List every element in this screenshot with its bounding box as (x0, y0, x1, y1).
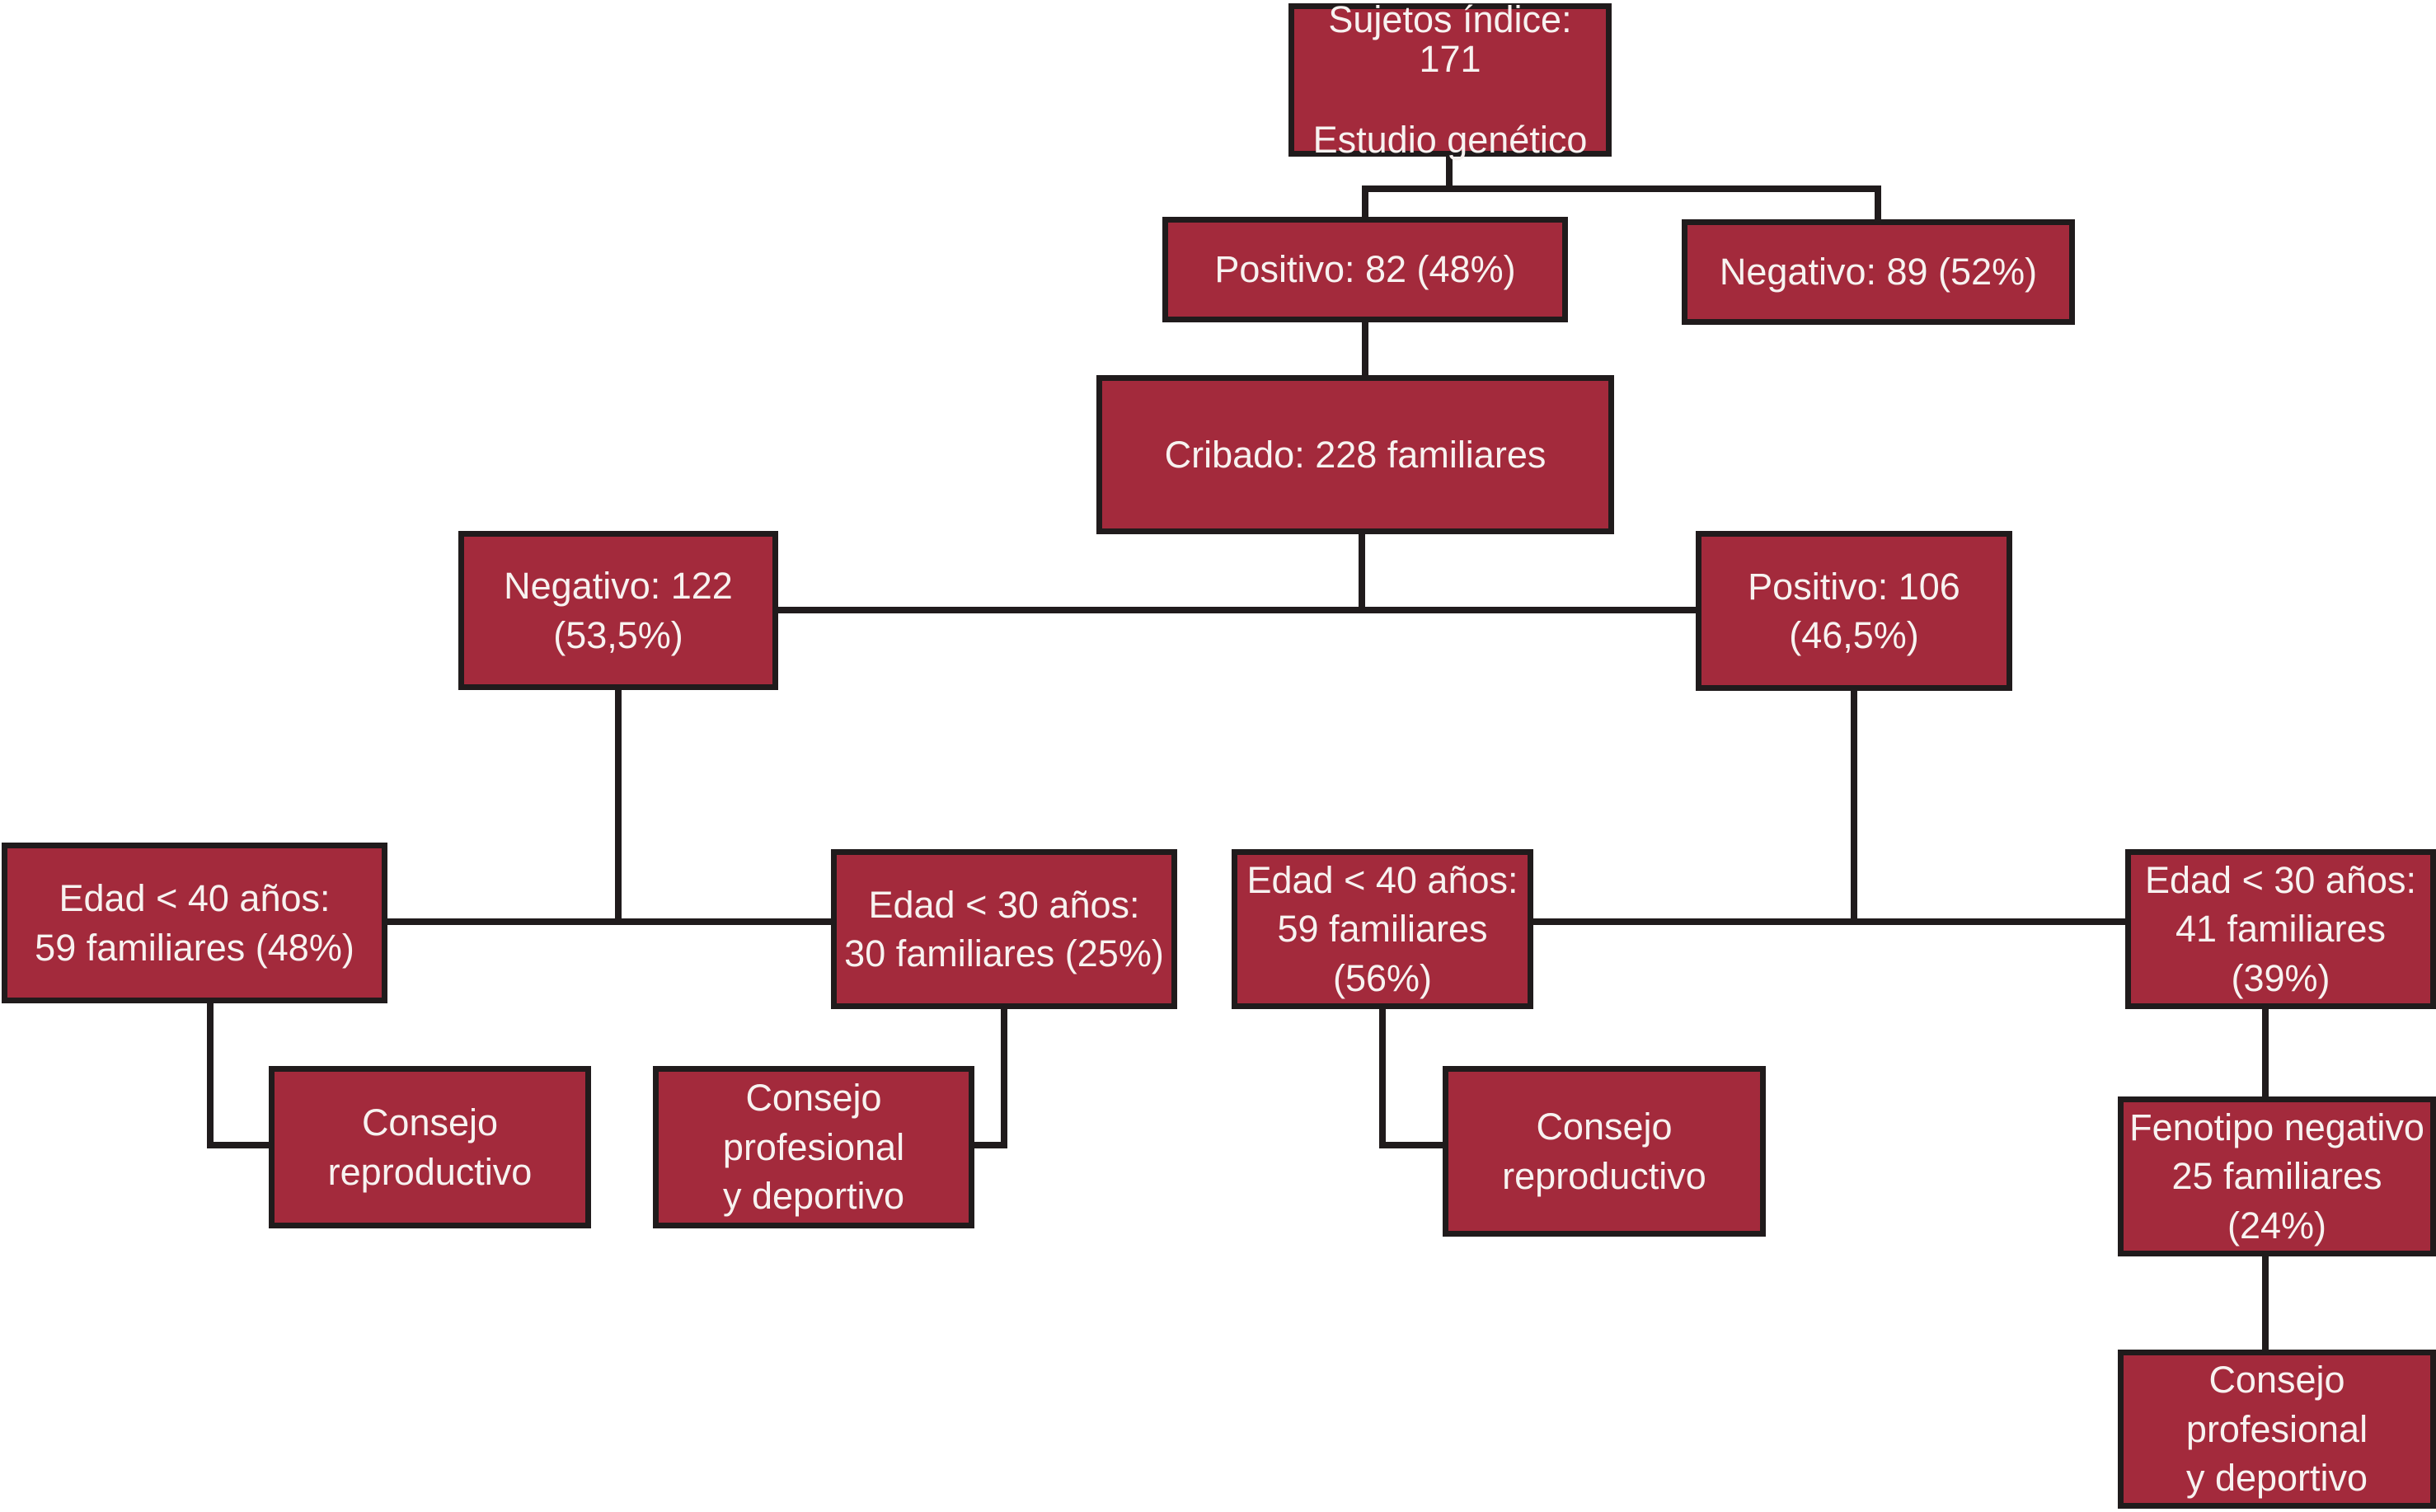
connector-edad40pos-down (1379, 1009, 1386, 1148)
node-edad30-positivos: Edad < 30 años: 41 familiares (39%) (2125, 849, 2436, 1009)
connector-edad30neg-down (1001, 1009, 1007, 1148)
connector-poscribado-split-bar (1533, 918, 2127, 925)
node-edad30-negativos: Edad < 30 años: 30 familiares (25%) (831, 849, 1177, 1009)
node-sujetos-indice: Sujetos índice: 171 Estudio genético (1288, 0, 1612, 159)
connector-to-negativo-genetico (1875, 185, 1881, 221)
connector-fenotipo-to-consejo (2262, 1256, 2269, 1352)
connector-indice-split-stem (1446, 157, 1453, 192)
node-consejo-reproductivo-izq: Consejo reproductivo (269, 1066, 591, 1228)
connector-edad30neg-elbow (973, 1142, 1007, 1148)
node-negativo-genetico: Negativo: 89 (52%) (1682, 219, 2075, 325)
node-edad40-negativos: Edad < 40 años: 59 familiares (48%) (2, 843, 387, 1003)
node-positivo-genetico: Positivo: 82 (48%) (1162, 217, 1568, 322)
connector-edad40pos-elbow (1379, 1142, 1447, 1148)
connector-poscribado-stem (1851, 691, 1857, 925)
connector-cribado-stem (1359, 534, 1365, 613)
node-consejo-reproductivo-der: Consejo reproductivo (1443, 1066, 1766, 1237)
node-positivo-cribado: Positivo: 106 (46,5%) (1696, 531, 2012, 691)
connector-edad30pos-to-fenotipo (2262, 1009, 2269, 1100)
node-consejo-profesional-izq: Consejo profesional y deportivo (653, 1066, 974, 1228)
node-fenotipo-negativo: Fenotipo negativo 25 familiares (24%) (2118, 1096, 2436, 1256)
connector-positivo-to-cribado (1362, 322, 1368, 377)
connector-edad40neg-elbow (207, 1142, 273, 1148)
connector-negcribado-stem (615, 690, 622, 925)
connector-indice-split-bar (1362, 185, 1881, 192)
node-edad40-positivos: Edad < 40 años: 59 familiares (56%) (1232, 849, 1533, 1009)
connector-edad40neg-down (207, 1003, 214, 1148)
connector-to-positivo-genetico (1362, 185, 1368, 218)
node-consejo-profesional-der: Consejo profesional y deportivo (2118, 1350, 2436, 1509)
connector-negcribado-split-bar (387, 918, 833, 925)
node-negativo-cribado: Negativo: 122 (53,5%) (458, 531, 778, 690)
node-cribado: Cribado: 228 familiares (1096, 375, 1614, 534)
connector-cribado-split-bar (778, 607, 1697, 613)
